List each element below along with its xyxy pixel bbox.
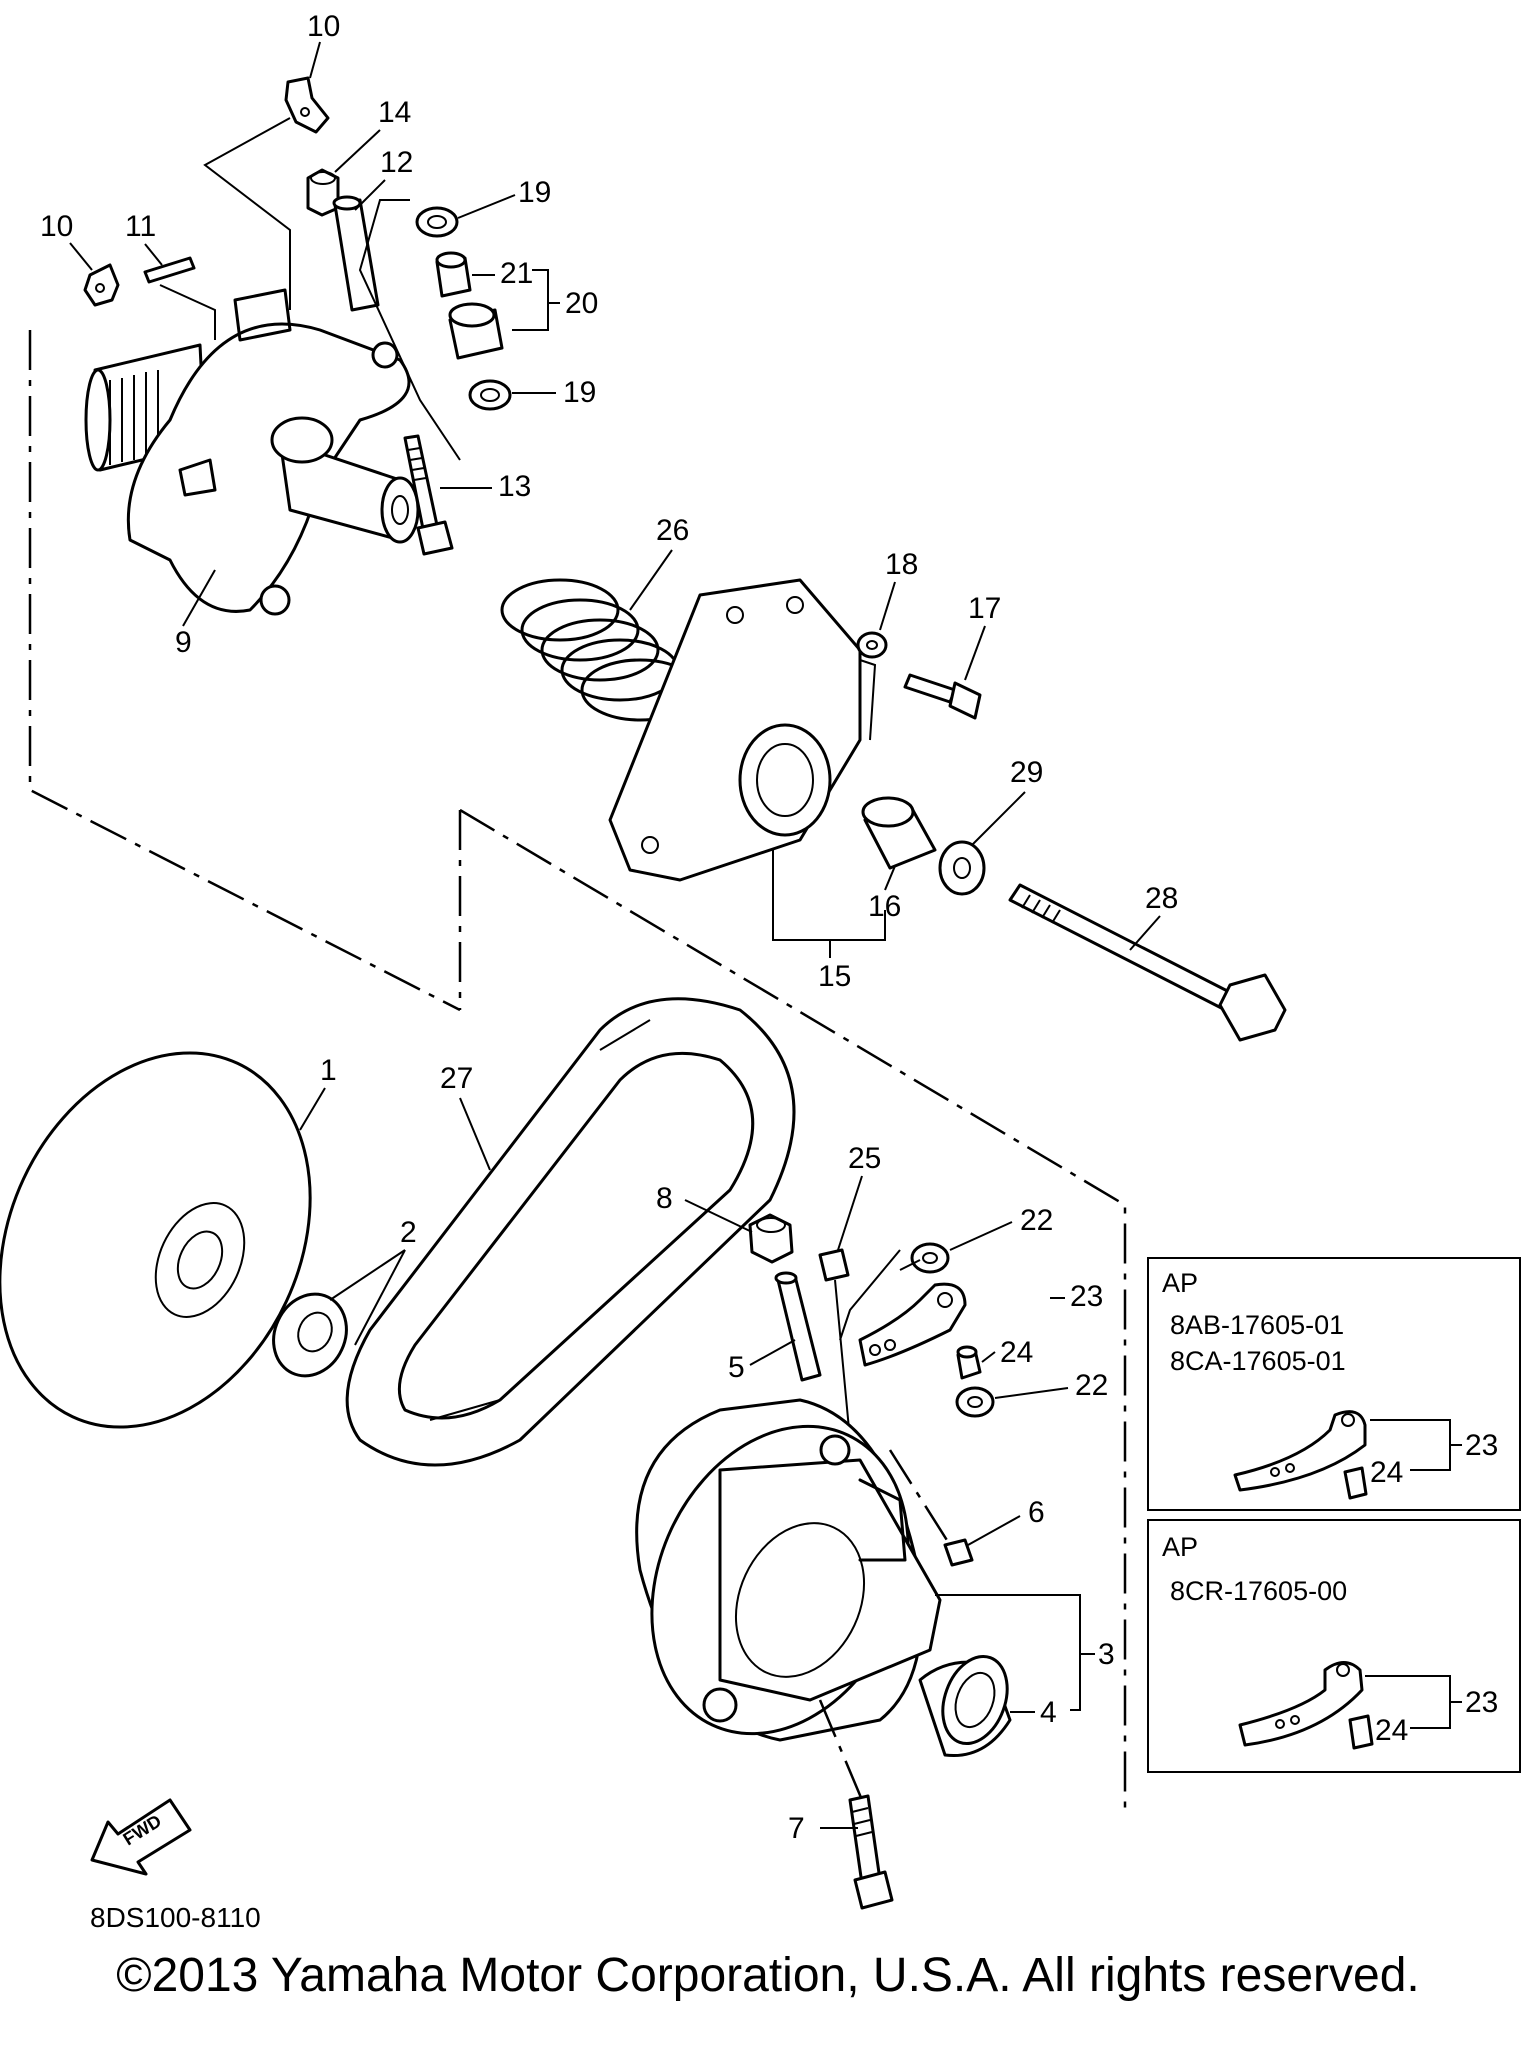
- part-18-washer: [856, 631, 888, 659]
- part-17-bolt: [903, 673, 982, 720]
- callout-28: 28: [1145, 882, 1178, 915]
- assembly-outline: [28, 330, 1127, 1810]
- ap-box-1-part-1: 8AB-17605-01: [1170, 1310, 1344, 1340]
- ap-box-1-callout-24: 24: [1370, 1456, 1403, 1489]
- part-2-collar: [272, 1292, 348, 1378]
- part-9-hub: [84, 288, 420, 616]
- callout-20: 20: [565, 287, 598, 320]
- callout-1: 1: [320, 1054, 337, 1087]
- part-25-pin: [818, 1248, 850, 1282]
- callout-29: 29: [1010, 756, 1043, 789]
- callout-6: 6: [1028, 1496, 1045, 1529]
- callout-18: 18: [885, 548, 918, 581]
- part-22-washer-top: [910, 1242, 950, 1274]
- part-14-nut: [306, 168, 340, 217]
- part-20-collar: [448, 302, 504, 360]
- part-4-bushing: [918, 1654, 1012, 1758]
- callout-11: 11: [125, 210, 156, 243]
- part-1-fixed-sheave: [0, 1051, 312, 1429]
- part-10-weight-left: [83, 263, 120, 307]
- callout-2: 2: [400, 1216, 417, 1249]
- part-29-washer: [938, 840, 986, 896]
- callout-22-bottom: 22: [1075, 1369, 1108, 1402]
- callout-13: 13: [498, 470, 531, 503]
- part-23-arm: [858, 1282, 967, 1367]
- copyright-notice: ©2013 Yamaha Motor Corporation, U.S.A. A…: [116, 1949, 1420, 2002]
- callout-7: 7: [788, 1812, 805, 1845]
- part-21-bushing: [435, 251, 472, 298]
- ap-box-1: AP 8AB-17605-01 8CA-17605-01 23 24: [1147, 1257, 1521, 1511]
- callout-8: 8: [656, 1182, 673, 1215]
- part-28-bolt: [1008, 883, 1287, 1042]
- callout-10-left: 10: [40, 210, 73, 243]
- part-22-washer-bottom: [955, 1386, 995, 1418]
- callout-25: 25: [848, 1142, 881, 1175]
- part-10-weight-top: [284, 76, 330, 134]
- ap-box-2-part-1: 8CR-17605-00: [1170, 1576, 1347, 1606]
- ap-box-2-callout-23: 23: [1465, 1686, 1498, 1719]
- part-15-cover: [608, 578, 877, 882]
- part-12-sleeve: [332, 195, 380, 312]
- part-16-bushing: [861, 796, 937, 870]
- ap-box-1-tag: AP: [1162, 1268, 1198, 1298]
- callout-27: 27: [440, 1062, 473, 1095]
- part-19-washer-bottom: [468, 379, 512, 411]
- part-13-bolt: [403, 434, 454, 556]
- callout-26: 26: [656, 514, 689, 547]
- callout-10-top: 10: [307, 10, 340, 43]
- part-27-drive-belt: [345, 997, 796, 1467]
- part-7-bolt: [848, 1794, 894, 1910]
- ap-box-1-part-2: 8CA-17605-01: [1170, 1346, 1346, 1376]
- callout-12: 12: [380, 146, 413, 179]
- part-6-set-screw: [943, 1538, 974, 1567]
- callout-19-top: 19: [518, 176, 551, 209]
- ap-box-2: AP 8CR-17605-00 23 24: [1147, 1519, 1521, 1773]
- part-5-sleeve: [774, 1271, 822, 1382]
- callout-15: 15: [818, 960, 851, 993]
- part-11-pin: [143, 256, 196, 284]
- callout-16: 16: [868, 890, 901, 923]
- part-3-movable-sheave: [635, 1398, 942, 1742]
- callout-22-top: 22: [1020, 1204, 1053, 1237]
- callout-23: 23: [1070, 1280, 1103, 1313]
- ap-box-2-tag: AP: [1162, 1532, 1198, 1562]
- ap-box-1-callout-23: 23: [1465, 1429, 1498, 1462]
- part-19-washer-top: [415, 206, 459, 238]
- callout-19-bottom: 19: [563, 376, 596, 409]
- callout-5: 5: [728, 1351, 745, 1384]
- diagram-reference-code: 8DS100-8110: [90, 1902, 261, 1933]
- ap-box-2-callout-24: 24: [1375, 1714, 1408, 1747]
- callout-4: 4: [1040, 1696, 1057, 1729]
- part-8-nut: [748, 1213, 794, 1264]
- part-24-roller: [956, 1345, 982, 1380]
- callout-21: 21: [500, 257, 533, 290]
- callout-24: 24: [1000, 1336, 1033, 1369]
- callout-17: 17: [968, 592, 1001, 625]
- fwd-arrow-icon: FWD: [90, 1798, 192, 1876]
- callout-9: 9: [175, 626, 192, 659]
- callout-3: 3: [1098, 1638, 1115, 1671]
- callout-14: 14: [378, 96, 411, 129]
